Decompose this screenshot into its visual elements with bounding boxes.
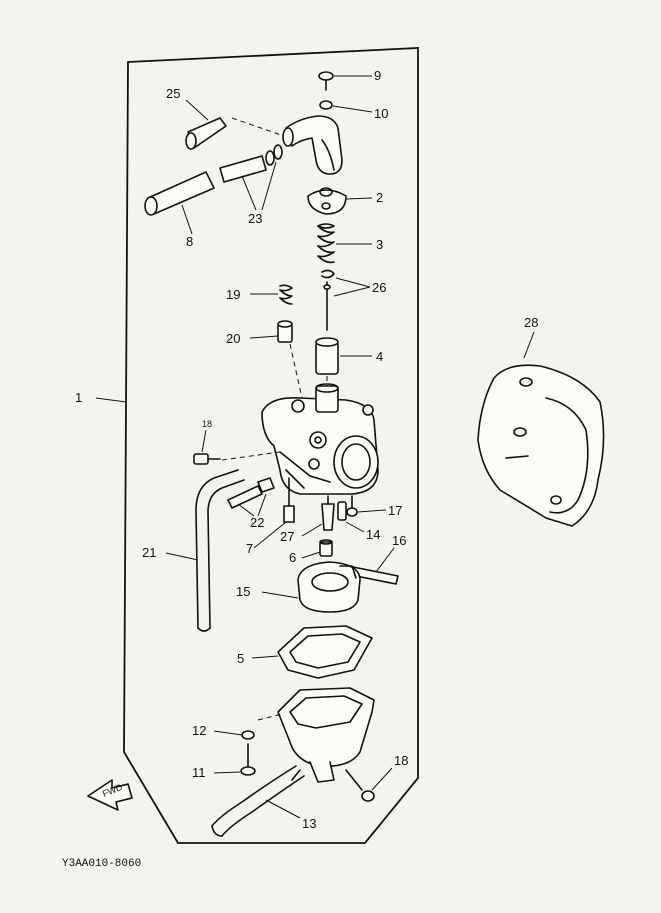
cable-elbow	[282, 115, 343, 175]
callout-27: 27	[280, 529, 294, 544]
needle-part-26	[321, 269, 335, 331]
callout-10: 10	[374, 106, 388, 121]
callout-16: 16	[392, 533, 406, 548]
screw-part-11	[240, 743, 256, 776]
screw-part-9	[318, 71, 334, 91]
callout-3: 3	[376, 237, 383, 252]
cable-cap-part-25	[185, 117, 227, 150]
callout-18-right: 18	[394, 753, 408, 768]
callout-8: 8	[186, 234, 193, 249]
main-jet-part-6	[319, 539, 333, 557]
throttle-valve-part-4	[315, 337, 339, 375]
cable-boot-part-8	[144, 171, 215, 216]
callout-21: 21	[142, 545, 156, 560]
callout-23: 23	[248, 211, 262, 226]
screw-part-20	[277, 320, 293, 343]
callout-20: 20	[226, 331, 240, 346]
callout-13: 13	[302, 816, 316, 831]
callout-25: 25	[166, 86, 180, 101]
carburetor-body	[261, 383, 379, 495]
callout-26: 26	[372, 280, 386, 295]
callout-28: 28	[524, 315, 538, 330]
callout-7: 7	[246, 541, 253, 556]
jet-part-7	[283, 477, 295, 523]
cover-part-28	[477, 364, 605, 527]
gasket-part-5	[277, 625, 373, 679]
assembly-frame	[123, 47, 419, 844]
callout-15: 15	[236, 584, 250, 599]
tube-part-23	[219, 144, 283, 183]
callout-14: 14	[366, 527, 380, 542]
washer-part-10	[319, 100, 333, 110]
float-part-15	[297, 561, 361, 613]
needle-jet-part-27	[321, 495, 335, 531]
callout-11: 11	[192, 765, 206, 780]
fwd-arrow-icon: FWD	[87, 779, 133, 811]
hose-part-21	[195, 469, 245, 632]
screw-part-18-right	[345, 769, 375, 802]
screw-part-17	[346, 495, 358, 517]
screw-part-18-left	[193, 453, 221, 465]
drain-hose-part-13	[211, 765, 305, 837]
spring-part-19	[279, 284, 293, 305]
float-bowl	[277, 687, 375, 783]
washer-part-12	[241, 730, 255, 740]
callout-6: 6	[289, 550, 296, 565]
callout-18-left: 18	[202, 419, 212, 429]
plate-part-2	[307, 187, 347, 215]
screw-part-22	[227, 477, 275, 509]
callout-12: 12	[192, 723, 206, 738]
drawing-code: Y3AA010-8060	[62, 858, 141, 870]
spring-part-3	[317, 223, 335, 264]
pilot-jet-part-14	[337, 501, 347, 521]
callout-2: 2	[376, 190, 383, 205]
callout-22: 22	[250, 515, 264, 530]
callout-19: 19	[226, 287, 240, 302]
callout-9: 9	[374, 68, 381, 83]
callout-5: 5	[237, 651, 244, 666]
callout-1: 1	[75, 390, 82, 405]
callout-17: 17	[388, 503, 402, 518]
callout-4: 4	[376, 349, 383, 364]
